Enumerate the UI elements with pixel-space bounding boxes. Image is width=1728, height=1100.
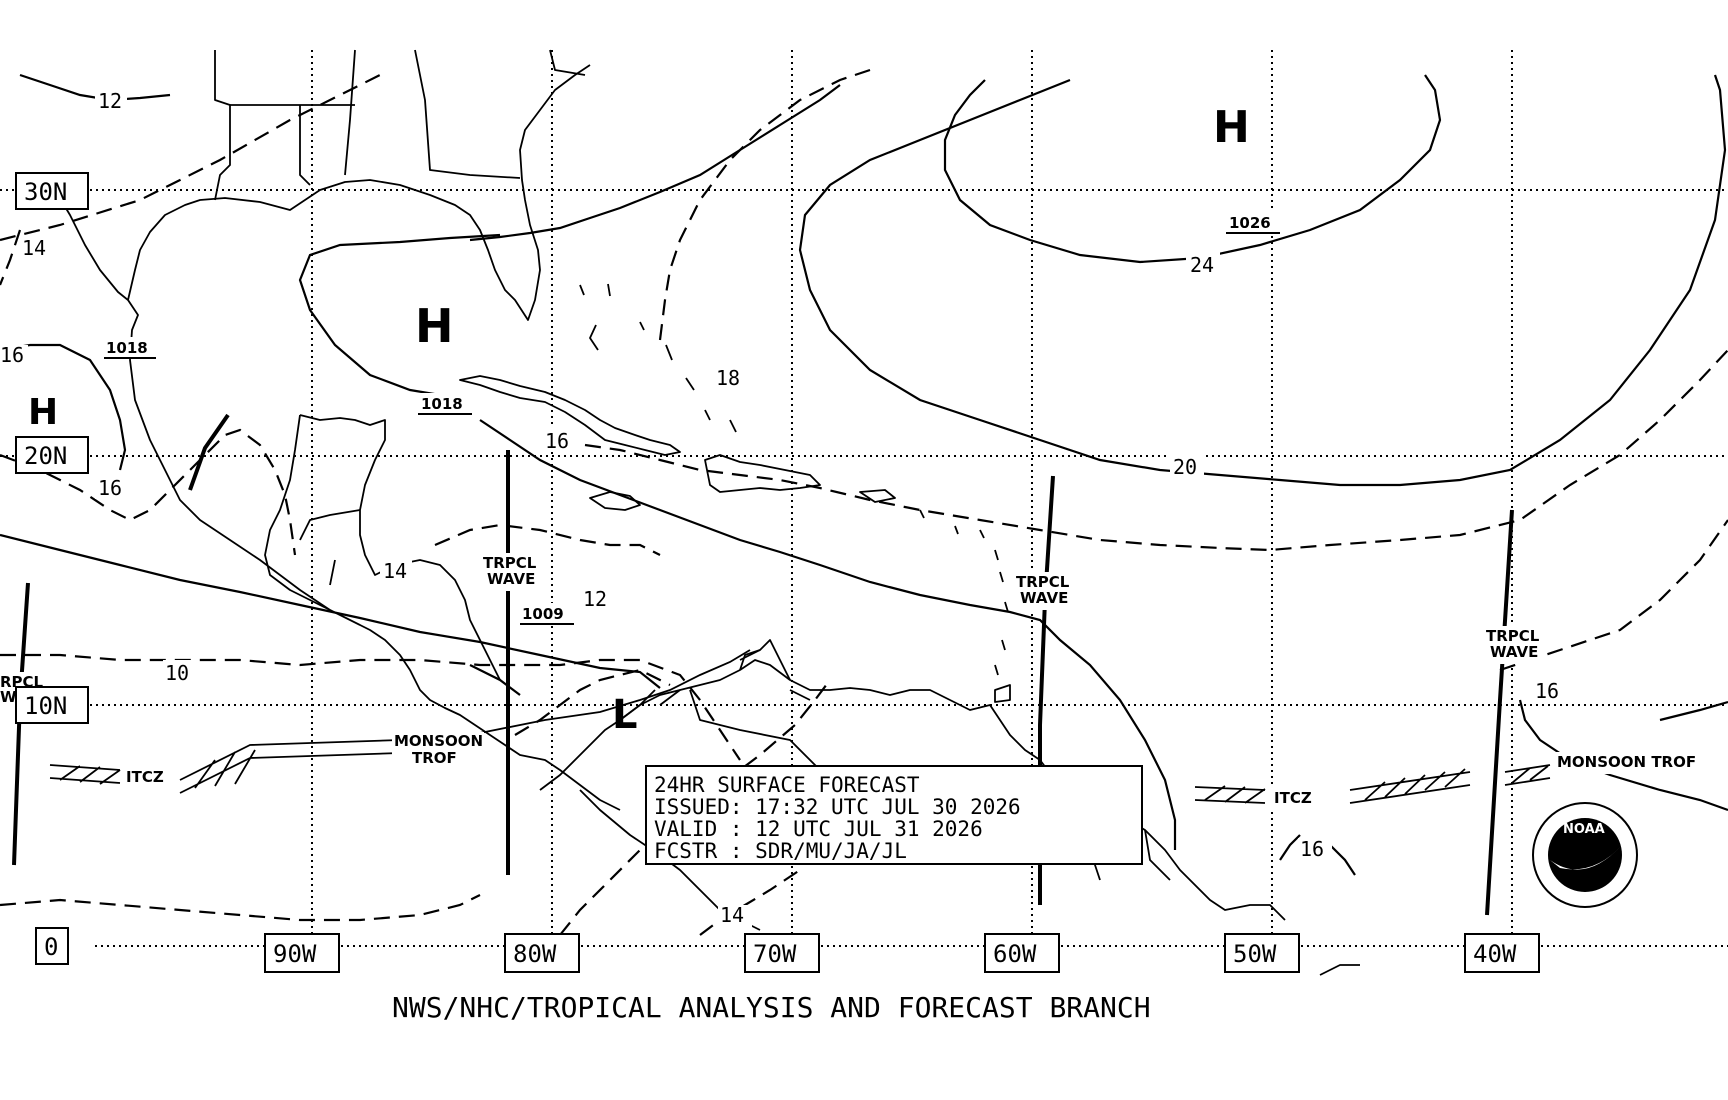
isoline-label: 14 [22, 236, 46, 260]
tropical-wave-label: TRPCL [1486, 627, 1540, 645]
forecast-title: 24HR SURFACE FORECAST [654, 773, 920, 797]
isoline-label: 10 [165, 661, 189, 685]
pressure-value: 1009 [522, 605, 564, 623]
isoline-label: 12 [583, 587, 607, 611]
tropical-wave-label: WAVE [487, 570, 535, 588]
high-center: H [415, 299, 454, 353]
forecast-issued: ISSUED: 17:32 UTC JUL 30 2026 [654, 795, 1021, 819]
pressure-value: 1018 [106, 339, 148, 357]
isobars [0, 68, 1728, 936]
tropical-wave-label: TRPCL [1016, 573, 1070, 591]
isoline-label: 12 [98, 89, 122, 113]
isoline-label: 24 [1190, 253, 1214, 277]
forecast-valid: VALID : 12 UTC JUL 31 2026 [654, 817, 983, 841]
pressure-value: 1018 [421, 395, 463, 413]
longitude-label-80w: 80W [513, 940, 557, 968]
tropical-wave-label: WAVE [1490, 643, 1538, 661]
isoline-label: 16 [1300, 837, 1324, 861]
monsoon-trough-label: MONSOON [394, 732, 483, 750]
low-center: L [612, 692, 638, 738]
pressure-centers: H H H L [28, 102, 1250, 738]
noaa-logo: NOAA [1532, 802, 1638, 908]
isoline-label: 16 [545, 429, 569, 453]
tropical-wave-label: TRPCL [483, 554, 537, 572]
monsoon-trough-label: TROF [412, 749, 457, 767]
isoline-label: 18 [716, 366, 740, 390]
isoline-labels: 12 14 16 16 16 14 12 10 18 16 24 20 16 1… [0, 88, 1567, 929]
forecast-forecasters: FCSTR : SDR/MU/JA/JL [654, 839, 907, 863]
latitude-label-10n: 10N [24, 692, 67, 720]
isoline-label: 14 [383, 559, 407, 583]
longitude-label-70w: 70W [753, 940, 797, 968]
isoline-label: 20 [1173, 455, 1197, 479]
isoline-label: 14 [720, 903, 744, 927]
isoline-label: 16 [0, 343, 24, 367]
pressure-values: 1018 1018 1026 1009 [102, 212, 1281, 625]
forecast-info-box: 24HR SURFACE FORECAST ISSUED: 17:32 UTC … [645, 765, 1143, 865]
longitude-label-60w: 60W [993, 940, 1037, 968]
longitude-label-40w: 40W [1473, 940, 1517, 968]
itcz-label: ITCZ [126, 768, 164, 786]
itcz-bands [49, 649, 1551, 804]
latitude-label-0: 0 [44, 933, 58, 961]
longitude-label-90w: 90W [273, 940, 317, 968]
longitude-label-50w: 50W [1233, 940, 1277, 968]
latitude-label-20n: 20N [24, 442, 67, 470]
pressure-value: 1026 [1229, 214, 1271, 232]
isoline-label: 16 [1535, 679, 1559, 703]
latitude-label-30n: 30N [24, 178, 67, 206]
high-center: H [1213, 102, 1250, 153]
noaa-logo-text: NOAA [1563, 822, 1605, 837]
isoline-label: 16 [98, 476, 122, 500]
latitude-labels: 30N 20N 10N 0 [15, 172, 89, 965]
isobars-solid [0, 73, 1728, 876]
high-center: H [28, 392, 58, 433]
itcz-label: ITCZ [1274, 789, 1312, 807]
longitude-labels: 90W 80W 70W 60W 50W 40W [264, 933, 1540, 973]
monsoon-trough-label: MONSOON TROF [1557, 753, 1696, 771]
tropical-wave-label: WAVE [1020, 589, 1068, 607]
footer-credit: NWS/NHC/TROPICAL ANALYSIS AND FORECAST B… [392, 991, 1151, 1024]
graticule [0, 50, 1728, 947]
